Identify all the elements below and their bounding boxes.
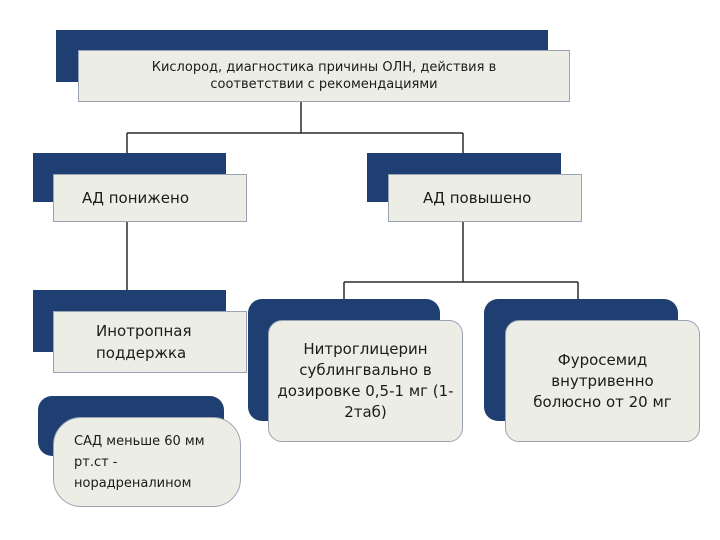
sap-text: САД меньше 60 мм рт.ст - норадреналином <box>74 433 205 491</box>
root-node: Кислород, диагностика причины ОЛН, дейст… <box>78 50 570 102</box>
bp-high-node: АД повышено <box>388 174 582 222</box>
bp-low-text: АД понижено <box>82 189 190 207</box>
inotropic-text: Инотропная поддержка <box>96 322 192 362</box>
nitroglycerin-text: Нитроглицерин сублингвально в дозировке … <box>277 340 454 421</box>
inotropic-node: Инотропная поддержка <box>53 311 247 373</box>
bp-high-text: АД повышено <box>423 189 532 207</box>
furosemide-text: Фуросемид внутривенно болюсно от 20 мг <box>533 350 672 411</box>
nitroglycerin-node: Нитроглицерин сублингвально в дозировке … <box>268 320 463 442</box>
bp-low-node: АД понижено <box>53 174 247 222</box>
sap-node: САД меньше 60 мм рт.ст - норадреналином <box>53 417 241 507</box>
furosemide-node: Фуросемид внутривенно болюсно от 20 мг <box>505 320 700 442</box>
root-node-text: Кислород, диагностика причины ОЛН, дейст… <box>151 60 497 92</box>
